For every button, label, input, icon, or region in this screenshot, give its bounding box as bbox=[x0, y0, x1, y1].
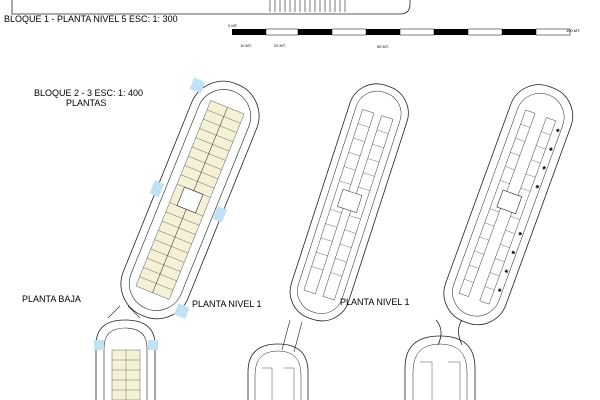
label-planta-nivel1-b: PLANTA NIVEL 1 bbox=[340, 297, 410, 307]
bloque1-title: BLOQUE 1 - PLANTA NIVEL 5 ESC: 1: 300 bbox=[4, 14, 178, 24]
label-planta-nivel1-a: PLANTA NIVEL 1 bbox=[192, 299, 262, 309]
scale-label-100: 100 MT. bbox=[566, 28, 580, 33]
planta-nivel1-a-plan bbox=[289, 83, 409, 322]
svg-text:✱: ✱ bbox=[541, 165, 547, 172]
planta-nivel1-b-plan: ✱ ✱ ✱ ✱ ✱ ✱ ✱ ✱ bbox=[443, 84, 574, 326]
connector-bridge-a bbox=[281, 319, 303, 353]
scale-label-50: 50 MT. bbox=[377, 44, 389, 49]
planta-nivel1-a-lower-plan bbox=[247, 343, 309, 400]
svg-text:✱: ✱ bbox=[534, 184, 540, 191]
bloque1-plan bbox=[11, 0, 411, 15]
planta-baja-lower-plan bbox=[94, 305, 158, 400]
connector-bridge-b bbox=[435, 319, 463, 346]
svg-text:✱: ✱ bbox=[548, 146, 554, 153]
scale-label-20: 20 MT. bbox=[274, 43, 286, 48]
planta-baja-plan bbox=[120, 77, 260, 320]
scale-label-0: 0 MT. bbox=[228, 23, 238, 28]
svg-text:✱: ✱ bbox=[510, 250, 516, 257]
label-planta-baja: PLANTA BAJA bbox=[22, 294, 81, 304]
bloque23-subtitle: PLANTAS bbox=[66, 98, 106, 108]
svg-text:✱: ✱ bbox=[517, 231, 523, 238]
scale-bar: 0 MT. 10 MT. 20 MT. 50 MT. 100 MT. bbox=[228, 23, 580, 49]
svg-text:✱: ✱ bbox=[496, 287, 502, 294]
scale-label-10: 10 MT. bbox=[240, 43, 252, 48]
planta-nivel1-b-lower-plan bbox=[404, 335, 476, 400]
svg-text:✱: ✱ bbox=[555, 128, 561, 135]
bloque23-title: BLOQUE 2 - 3 ESC: 1: 400 bbox=[34, 88, 143, 98]
svg-text:✱: ✱ bbox=[503, 269, 509, 276]
